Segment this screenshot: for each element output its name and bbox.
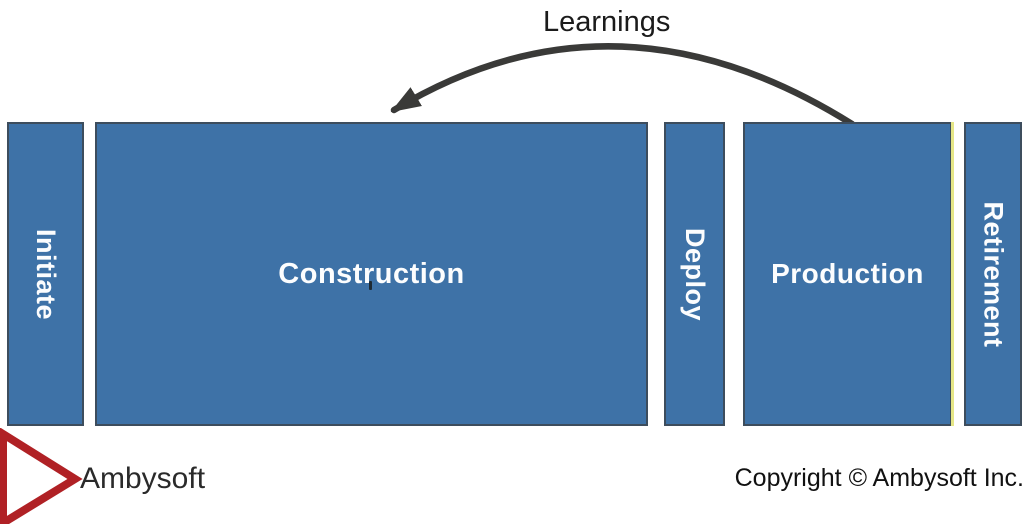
yellow-accent-line <box>951 122 954 426</box>
learnings-arrow <box>390 43 856 128</box>
phase-box-construction: Construction <box>95 122 648 426</box>
ambysoft-logo-text: Ambysoft <box>80 462 206 495</box>
ambysoft-logo-icon <box>0 428 83 524</box>
learnings-label: Learnings <box>543 6 671 38</box>
phase-box-production: Production <box>743 122 952 426</box>
phase-label-deploy: Deploy <box>680 227 710 321</box>
phase-label-production: Production <box>771 258 924 289</box>
phase-box-retirement: Retirement <box>964 122 1022 426</box>
phase-box-initiate: Initiate <box>7 122 84 426</box>
phase-box-deploy: Deploy <box>664 122 725 426</box>
copyright-text: Copyright © Ambysoft Inc. <box>734 464 1024 492</box>
phase-label-retirement: Retirement <box>978 200 1009 348</box>
stray-mark <box>369 281 372 290</box>
phase-label-initiate: Initiate <box>31 228 62 320</box>
